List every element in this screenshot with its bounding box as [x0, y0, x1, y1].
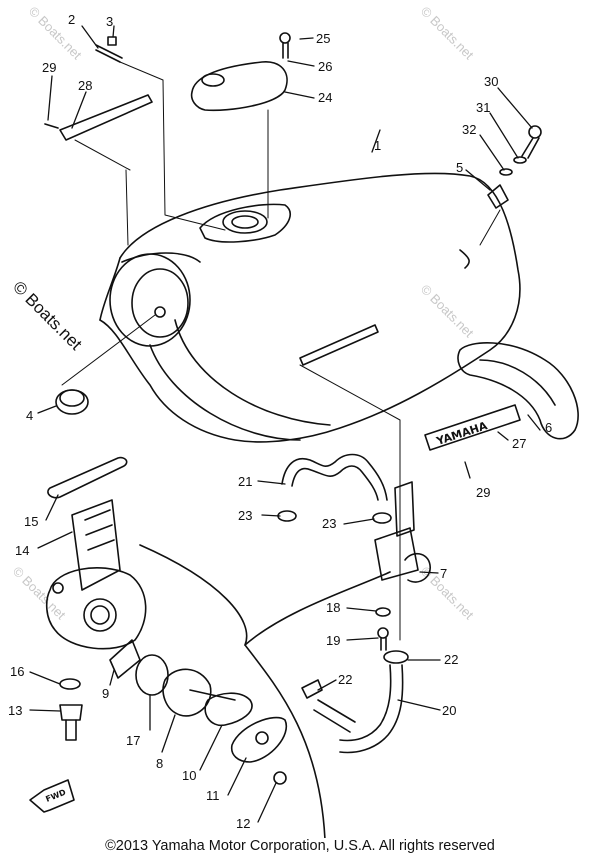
clip-23b: [372, 512, 392, 524]
callout-27: 27: [512, 436, 526, 451]
fwd-text: FWD: [44, 788, 67, 804]
callout-29b: 29: [476, 485, 490, 500]
callout-15: 15: [24, 514, 38, 529]
fwd-arrow: FWD: [29, 779, 75, 813]
detail-bracket: [139, 544, 391, 838]
callout-1: 1: [374, 138, 381, 153]
oring-16: [59, 678, 81, 690]
callout-19: 19: [326, 633, 340, 648]
clip-22b: [383, 650, 409, 664]
callout-17: 17: [126, 733, 140, 748]
washer-31: [513, 156, 527, 164]
fuel-strainer-14: [71, 499, 121, 591]
callout-30: 30: [484, 74, 498, 89]
tank-cover: [190, 61, 288, 112]
plate-11: [230, 716, 288, 763]
bracket-28: [44, 94, 153, 141]
fitting-13: [59, 704, 83, 741]
watermark-main: © Boats.net: [9, 277, 86, 354]
callouts: 1 2 3 4 5 6 7 8 9 10 11 12 13 14 15 16 1…: [8, 12, 552, 831]
callout-11: 11: [206, 788, 220, 803]
gasket-10: [204, 692, 253, 727]
watermark-top-right: © Boats.net: [418, 4, 477, 63]
callout-9: 9: [102, 686, 109, 701]
fuel-hose-20: [339, 664, 404, 754]
clip-23a: [277, 510, 297, 522]
leader-lines: [29, 25, 541, 823]
callout-18b: 18: [326, 600, 340, 615]
callout-10: 10: [182, 768, 196, 783]
callout-16: 16: [10, 664, 24, 679]
callout-12: 12: [236, 816, 250, 831]
callout-28: 28: [78, 78, 92, 93]
callout-14: 14: [15, 543, 29, 558]
callout-21: 21: [238, 474, 252, 489]
emblem-27: YAMAHA: [424, 404, 521, 451]
cap-4: [55, 389, 89, 415]
gasket-15: [47, 456, 128, 499]
bolt-2: [95, 44, 123, 63]
lever-8: [162, 668, 236, 717]
bolt-25: [279, 32, 291, 59]
callout-23a: 23: [238, 508, 252, 523]
copyright-notice: ©2013 Yamaha Motor Corporation, U.S.A. A…: [105, 838, 495, 854]
bolt-19: [377, 627, 389, 651]
oring-17: [135, 654, 169, 696]
callout-3: 3: [106, 14, 113, 29]
bolt-30: [521, 125, 542, 159]
callout-32: 32: [462, 122, 476, 137]
watermark-top-left: © Boats.net: [26, 4, 85, 63]
hose-22a: [301, 679, 356, 733]
fuel-cock-7: [374, 481, 431, 583]
callout-29a: 29: [42, 60, 56, 75]
callout-22b: 22: [444, 652, 458, 667]
nut-3: [107, 36, 117, 46]
screw-12: [273, 771, 287, 785]
callout-6: 6: [545, 420, 552, 435]
callout-4: 4: [26, 408, 33, 423]
plate-9: [109, 639, 141, 679]
callout-25: 25: [316, 31, 330, 46]
fuel-hose-21: [281, 453, 388, 501]
callout-13: 13: [8, 703, 22, 718]
washer-18b: [375, 607, 391, 617]
callout-7: 7: [440, 566, 447, 581]
damper-6: [457, 342, 579, 440]
callout-24: 24: [318, 90, 332, 105]
callout-20: 20: [442, 703, 456, 718]
grommet-5: [487, 184, 509, 209]
callout-26: 26: [318, 59, 332, 74]
callout-8: 8: [156, 756, 163, 771]
fuel-cock-body: [45, 567, 147, 650]
callout-23b: 23: [322, 516, 336, 531]
washer-32: [499, 168, 513, 176]
callout-22a: 22: [338, 672, 352, 687]
fuel-tank-exploded-diagram: © Boats.net © Boats.net © Boats.net © Bo…: [8, 4, 579, 838]
guide-lines: [61, 61, 501, 641]
fuel-tank: [99, 172, 521, 443]
callout-2: 2: [68, 12, 75, 27]
watermark-mid-right: © Boats.net: [418, 282, 477, 341]
callout-5: 5: [456, 160, 463, 175]
callout-31: 31: [476, 100, 490, 115]
